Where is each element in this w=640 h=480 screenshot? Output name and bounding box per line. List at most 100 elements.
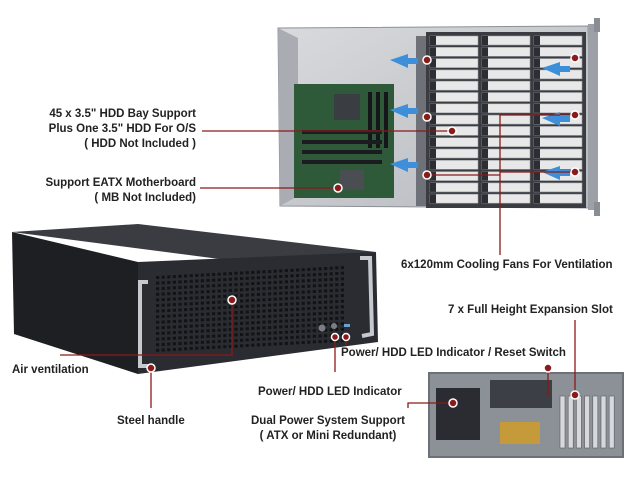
vent-hole bbox=[307, 329, 311, 333]
drive-tray bbox=[429, 193, 479, 204]
expansion-slot bbox=[576, 395, 582, 449]
drive-tray bbox=[429, 69, 479, 80]
vent-hole bbox=[240, 299, 244, 303]
vent-hole bbox=[167, 348, 171, 352]
vent-hole bbox=[279, 331, 283, 334]
chassis-rear-view bbox=[428, 372, 624, 458]
vent-hole bbox=[156, 343, 160, 347]
vent-hole bbox=[212, 301, 216, 304]
vent-hole bbox=[279, 319, 283, 323]
vent-hole bbox=[290, 285, 294, 289]
vent-hole bbox=[240, 321, 244, 325]
drive-tray bbox=[533, 80, 583, 91]
vent-hole bbox=[223, 345, 227, 349]
vent-hole bbox=[324, 306, 328, 310]
expansion-slot bbox=[559, 395, 566, 449]
vent-hole bbox=[217, 272, 221, 276]
vent-hole bbox=[228, 316, 232, 320]
vent-hole bbox=[240, 288, 244, 292]
drive-tray bbox=[481, 80, 531, 91]
vent-hole bbox=[240, 310, 244, 314]
vent-hole bbox=[318, 300, 322, 304]
vent-hole bbox=[195, 346, 199, 350]
vent-hole bbox=[273, 275, 277, 279]
label-hdd-bay: 45 x 3.5" HDD Bay Support Plus One 3.5" … bbox=[48, 108, 196, 150]
vent-hole bbox=[223, 306, 227, 309]
vent-hole bbox=[245, 344, 249, 347]
vent-hole bbox=[189, 302, 193, 306]
vent-hole bbox=[234, 271, 238, 275]
vent-hole bbox=[268, 337, 272, 341]
vent-hole bbox=[340, 310, 344, 314]
vent-hole bbox=[324, 300, 328, 304]
vent-hole bbox=[262, 287, 266, 291]
vent-hole bbox=[329, 266, 333, 270]
vent-hole bbox=[161, 331, 165, 335]
drive-tray bbox=[429, 35, 479, 46]
vent-hole bbox=[279, 308, 283, 312]
vent-hole bbox=[307, 312, 311, 316]
vent-hole bbox=[262, 303, 266, 307]
vent-hole bbox=[189, 341, 193, 345]
vent-hole bbox=[172, 286, 176, 290]
vent-hole bbox=[206, 306, 210, 310]
vent-hole bbox=[156, 281, 160, 285]
vent-hole bbox=[340, 282, 344, 286]
vent-hole bbox=[206, 329, 210, 333]
vent-hole bbox=[284, 341, 288, 345]
vent-hole bbox=[251, 287, 255, 291]
vent-hole bbox=[184, 319, 188, 323]
vent-hole bbox=[178, 319, 182, 323]
vent-hole bbox=[212, 334, 216, 338]
vent-hole bbox=[279, 275, 283, 278]
drive-tray bbox=[481, 92, 531, 102]
vent-hole bbox=[324, 334, 328, 338]
vent-hole bbox=[184, 296, 188, 300]
vent-hole bbox=[268, 342, 272, 346]
vent-hole bbox=[296, 307, 300, 311]
drive-tray bbox=[429, 137, 479, 147]
vent-hole bbox=[200, 284, 204, 288]
vent-hole bbox=[329, 277, 333, 281]
vent-hole bbox=[251, 332, 255, 336]
vent-hole bbox=[184, 324, 188, 328]
vent-hole bbox=[223, 294, 227, 298]
vent-hole bbox=[268, 320, 272, 324]
vent-hole bbox=[268, 309, 272, 313]
vent-hole bbox=[228, 339, 232, 343]
vent-hole bbox=[195, 279, 199, 283]
vent-hole bbox=[217, 306, 221, 310]
vent-hole bbox=[312, 306, 316, 310]
vent-hole bbox=[268, 314, 272, 318]
vent-hole bbox=[312, 323, 316, 327]
airflow-arrow-icon bbox=[390, 54, 418, 68]
vent-hole bbox=[296, 268, 300, 272]
vent-hole bbox=[223, 300, 227, 304]
vent-hole bbox=[301, 335, 305, 339]
vent-hole bbox=[284, 313, 288, 317]
vent-hole bbox=[279, 297, 283, 301]
vent-hole bbox=[284, 302, 288, 306]
vent-hole bbox=[273, 314, 277, 318]
vent-hole bbox=[335, 316, 339, 320]
vent-hole bbox=[340, 294, 344, 298]
drive-tray bbox=[429, 92, 479, 102]
vent-hole bbox=[189, 335, 193, 339]
vent-hole bbox=[212, 289, 216, 293]
vent-hole bbox=[240, 333, 244, 337]
vent-hole bbox=[307, 273, 311, 277]
vent-hole bbox=[262, 343, 266, 347]
vent-hole bbox=[256, 270, 260, 274]
drive-tray bbox=[533, 35, 583, 46]
vent-hole bbox=[212, 295, 216, 299]
reset-button bbox=[331, 323, 337, 329]
vent-hole bbox=[335, 266, 339, 270]
drive-tray bbox=[533, 182, 583, 193]
vent-hole bbox=[184, 291, 188, 295]
vent-hole bbox=[251, 282, 255, 286]
drive-tray bbox=[533, 148, 583, 159]
vent-hole bbox=[296, 318, 300, 322]
vent-hole bbox=[172, 275, 176, 279]
vent-hole bbox=[318, 295, 322, 299]
